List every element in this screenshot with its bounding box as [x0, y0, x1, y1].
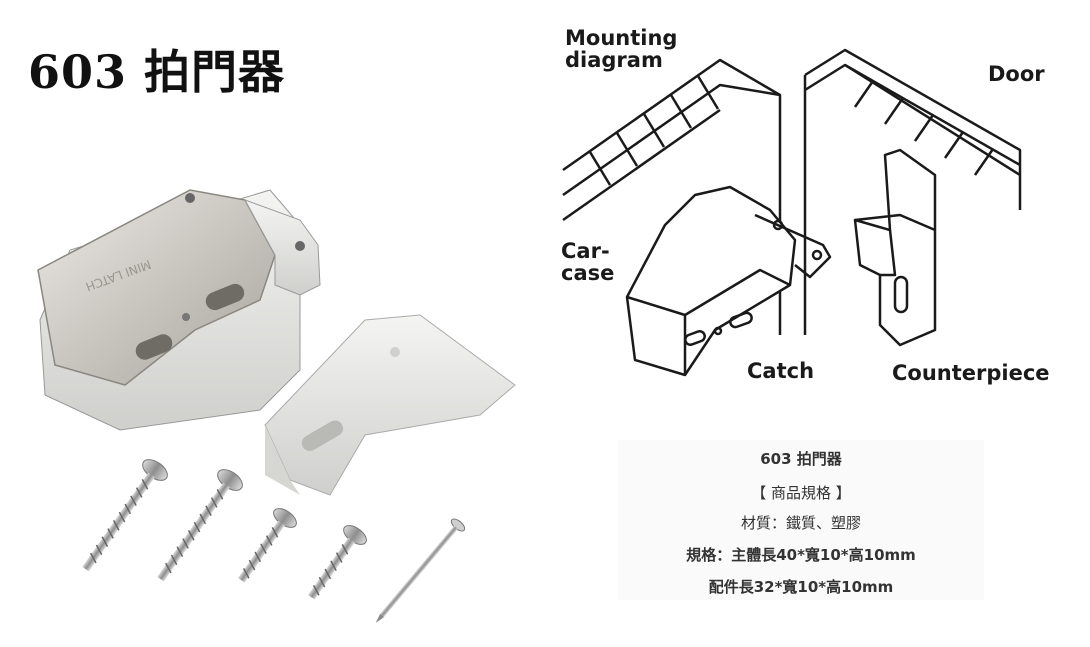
spec-part: 配件長32*寬10*高10mm: [708, 578, 894, 596]
mounting-diagram: Mounting diagram Door Car- case Catch Co…: [555, 15, 1085, 400]
label-catch: Catch: [747, 359, 815, 383]
spec-material: 材質：鐵質、塑膠: [740, 514, 861, 532]
page-title: 603 拍門器: [28, 45, 286, 99]
spec-panel: 603 拍門器 【 商品規格 】 材質：鐵質、塑膠 規格：主體長40*寬10*高…: [618, 440, 984, 600]
label-carcase: Car- case: [561, 240, 614, 284]
label-counterpiece: Counterpiece: [892, 361, 1050, 385]
spec-title: 603 拍門器: [760, 450, 842, 468]
mounting-diagram-drawing: [562, 48, 1022, 377]
counterpiece-photo: [264, 314, 516, 496]
label-carcase-text: Car- case: [561, 239, 615, 285]
label-mounting-text: Mounting diagram: [565, 26, 678, 72]
spec-main-body: 規格：主體長40*寬10*高10mm: [686, 546, 916, 564]
product-photo: MINI LATCH: [37, 189, 516, 624]
spec-heading: 【 商品規格 】: [751, 484, 851, 502]
catch-photo: MINI LATCH: [37, 189, 321, 431]
screws: [82, 459, 466, 624]
label-mounting-diagram: Mounting diagram: [565, 27, 677, 71]
label-door: Door: [988, 62, 1045, 86]
